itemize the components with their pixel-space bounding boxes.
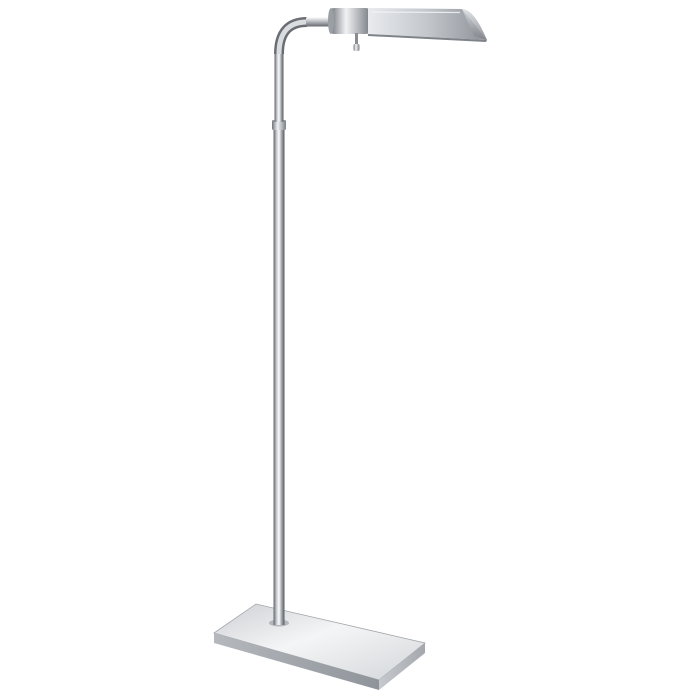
lamp-shade [368,8,487,42]
shade-hub [328,8,370,34]
lamp-upper-pole [274,52,284,122]
height-adjust-collar [272,120,286,130]
lamp-lower-pole [273,128,285,625]
lamp-base [213,603,426,690]
lamp-arm [274,17,332,55]
pull-switch [353,33,360,51]
